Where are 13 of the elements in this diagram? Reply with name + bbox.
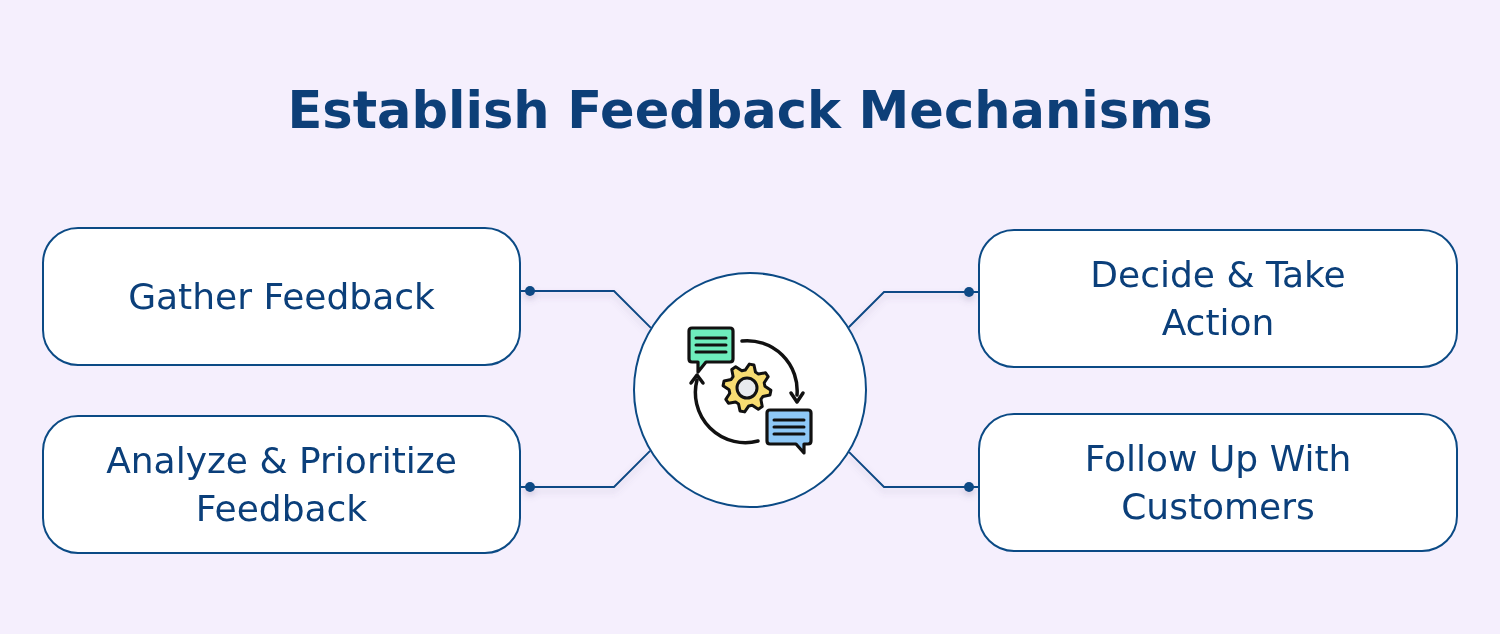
connector-line: [520, 449, 652, 492]
step-box: [978, 229, 1458, 368]
step-label: Decide & Take Action: [1089, 252, 1347, 345]
step-box: [42, 415, 521, 554]
step-label: Follow Up With Customers: [1083, 436, 1353, 529]
connector-line: [848, 451, 979, 492]
step-box: [978, 413, 1458, 552]
step-label: Analyze & Prioritize Feedback: [105, 438, 458, 531]
step-box: [42, 227, 521, 366]
diagram-title: Establish Feedback Mechanisms: [287, 81, 1213, 140]
connector-line: [847, 287, 979, 329]
connector-line: [520, 286, 652, 329]
step-label: Gather Feedback: [128, 274, 435, 319]
